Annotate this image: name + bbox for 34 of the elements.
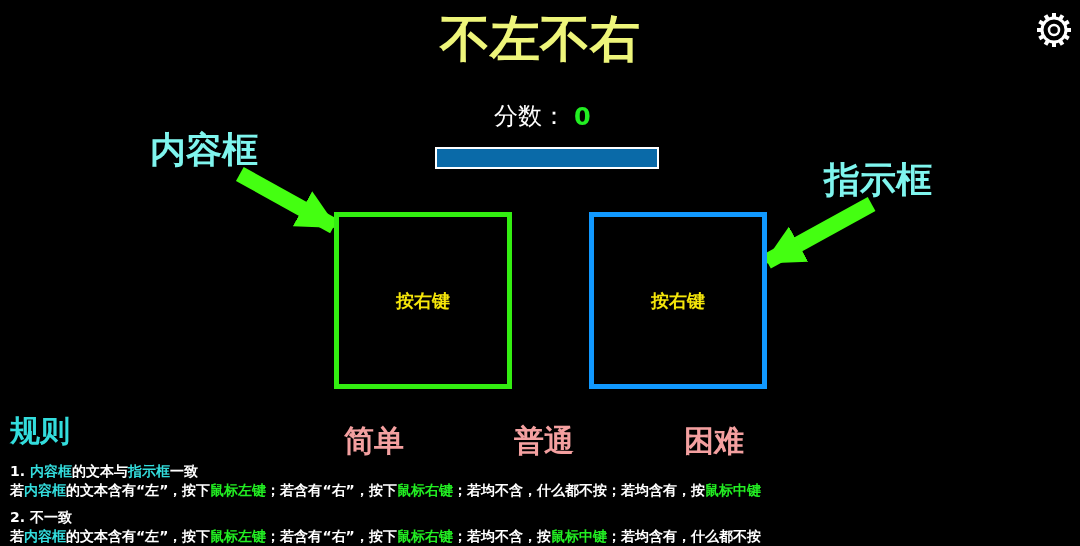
difficulty-option: 普通 [514, 424, 574, 457]
score-value: 0 [574, 104, 591, 131]
rule-text: 的文本含有“左”，按下 [66, 482, 211, 498]
rule-text: ；若含有“右”，按下 [266, 528, 397, 544]
display-box: 按右键 [334, 212, 512, 389]
difficulty-option: 简单 [344, 424, 404, 457]
highlighted-term: 鼠标左键 [210, 482, 267, 498]
rule-text: ；若均含有，什么都不按 [606, 528, 761, 544]
highlighted-term: 鼠标右键 [396, 482, 453, 498]
rule-text: 2. 不一致 [10, 509, 72, 525]
rule-text: 的文本与 [72, 463, 129, 479]
highlighted-term: 内容框 [24, 528, 66, 544]
highlighted-term: 内容框 [24, 482, 66, 498]
rule-text: 若 [10, 528, 24, 544]
rule-text: ；若均不含，什么都不按；若均含有，按 [452, 482, 705, 498]
rule-text: ；若均不含，按 [452, 528, 551, 544]
rules-heading: 规则 [10, 414, 70, 447]
rule-text: ；若含有“右”，按下 [266, 482, 397, 498]
rule-text: 的文本含有“左”，按下 [66, 528, 211, 544]
highlighted-term: 鼠标左键 [210, 528, 267, 544]
rule-text: 若 [10, 482, 24, 498]
highlighted-term: 指示框 [128, 463, 171, 479]
highlighted-term: 鼠标右键 [396, 528, 453, 544]
title: 不左不右 [440, 12, 640, 67]
rule-text: 一致 [170, 463, 199, 479]
difficulty-option: 困难 [684, 424, 744, 457]
callout-label: 指示框 [814, 156, 942, 204]
highlighted-term: 鼠标中键 [704, 482, 761, 498]
score-label: 分数： [494, 103, 566, 130]
display-box: 按右键 [589, 212, 767, 389]
highlighted-term: 内容框 [30, 463, 73, 479]
callout-label: 内容框 [140, 126, 268, 174]
highlighted-term: 鼠标中键 [550, 528, 607, 544]
rule-text: 1. [10, 463, 26, 479]
